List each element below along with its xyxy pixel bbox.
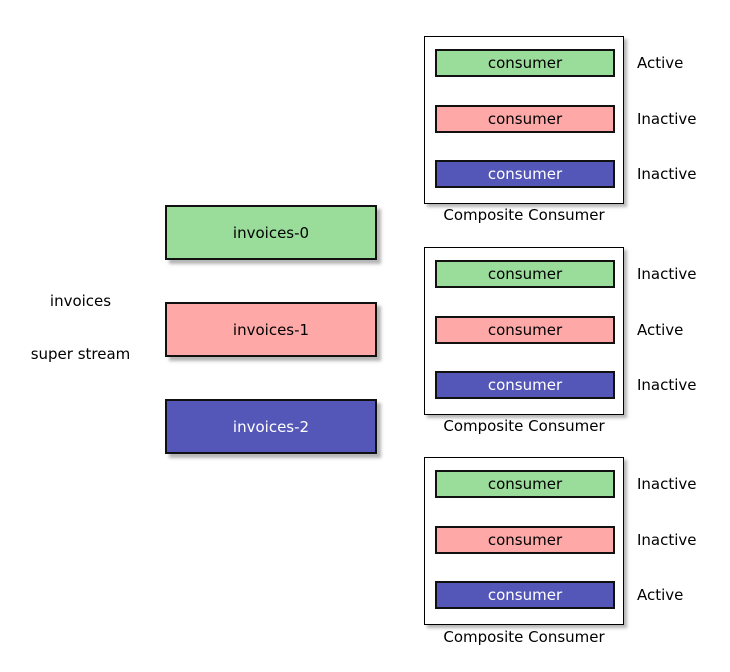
consumer-status-label: Active <box>637 586 684 604</box>
consumer-box: consumer <box>435 260 615 288</box>
consumer-status-label: Inactive <box>637 531 697 549</box>
partition-box-1: invoices-1 <box>165 302 377 357</box>
consumer-status-label: Active <box>637 321 684 339</box>
consumer-box: consumer <box>435 470 615 498</box>
consumer-status-label: Inactive <box>637 265 697 283</box>
consumer-box: consumer <box>435 49 615 77</box>
partition-box-2: invoices-2 <box>165 399 377 454</box>
consumer-status-label: Inactive <box>637 376 697 394</box>
composite-consumer-label: Composite Consumer <box>443 628 605 646</box>
composite-consumer-label: Composite Consumer <box>443 417 605 435</box>
consumer-box: consumer <box>435 581 615 609</box>
consumer-status-label: Inactive <box>637 165 697 183</box>
stream-type-label: super stream <box>30 345 131 363</box>
consumer-box: consumer <box>435 105 615 133</box>
consumer-box: consumer <box>435 316 615 344</box>
stream-name-label: invoices <box>49 292 112 310</box>
consumer-status-label: Inactive <box>637 475 697 493</box>
composite-consumer-label: Composite Consumer <box>443 206 605 224</box>
consumer-box: consumer <box>435 371 615 399</box>
consumer-box: consumer <box>435 526 615 554</box>
consumer-status-label: Active <box>637 54 684 72</box>
partition-box-0: invoices-0 <box>165 205 377 260</box>
consumer-box: consumer <box>435 160 615 188</box>
consumer-status-label: Inactive <box>637 110 697 128</box>
